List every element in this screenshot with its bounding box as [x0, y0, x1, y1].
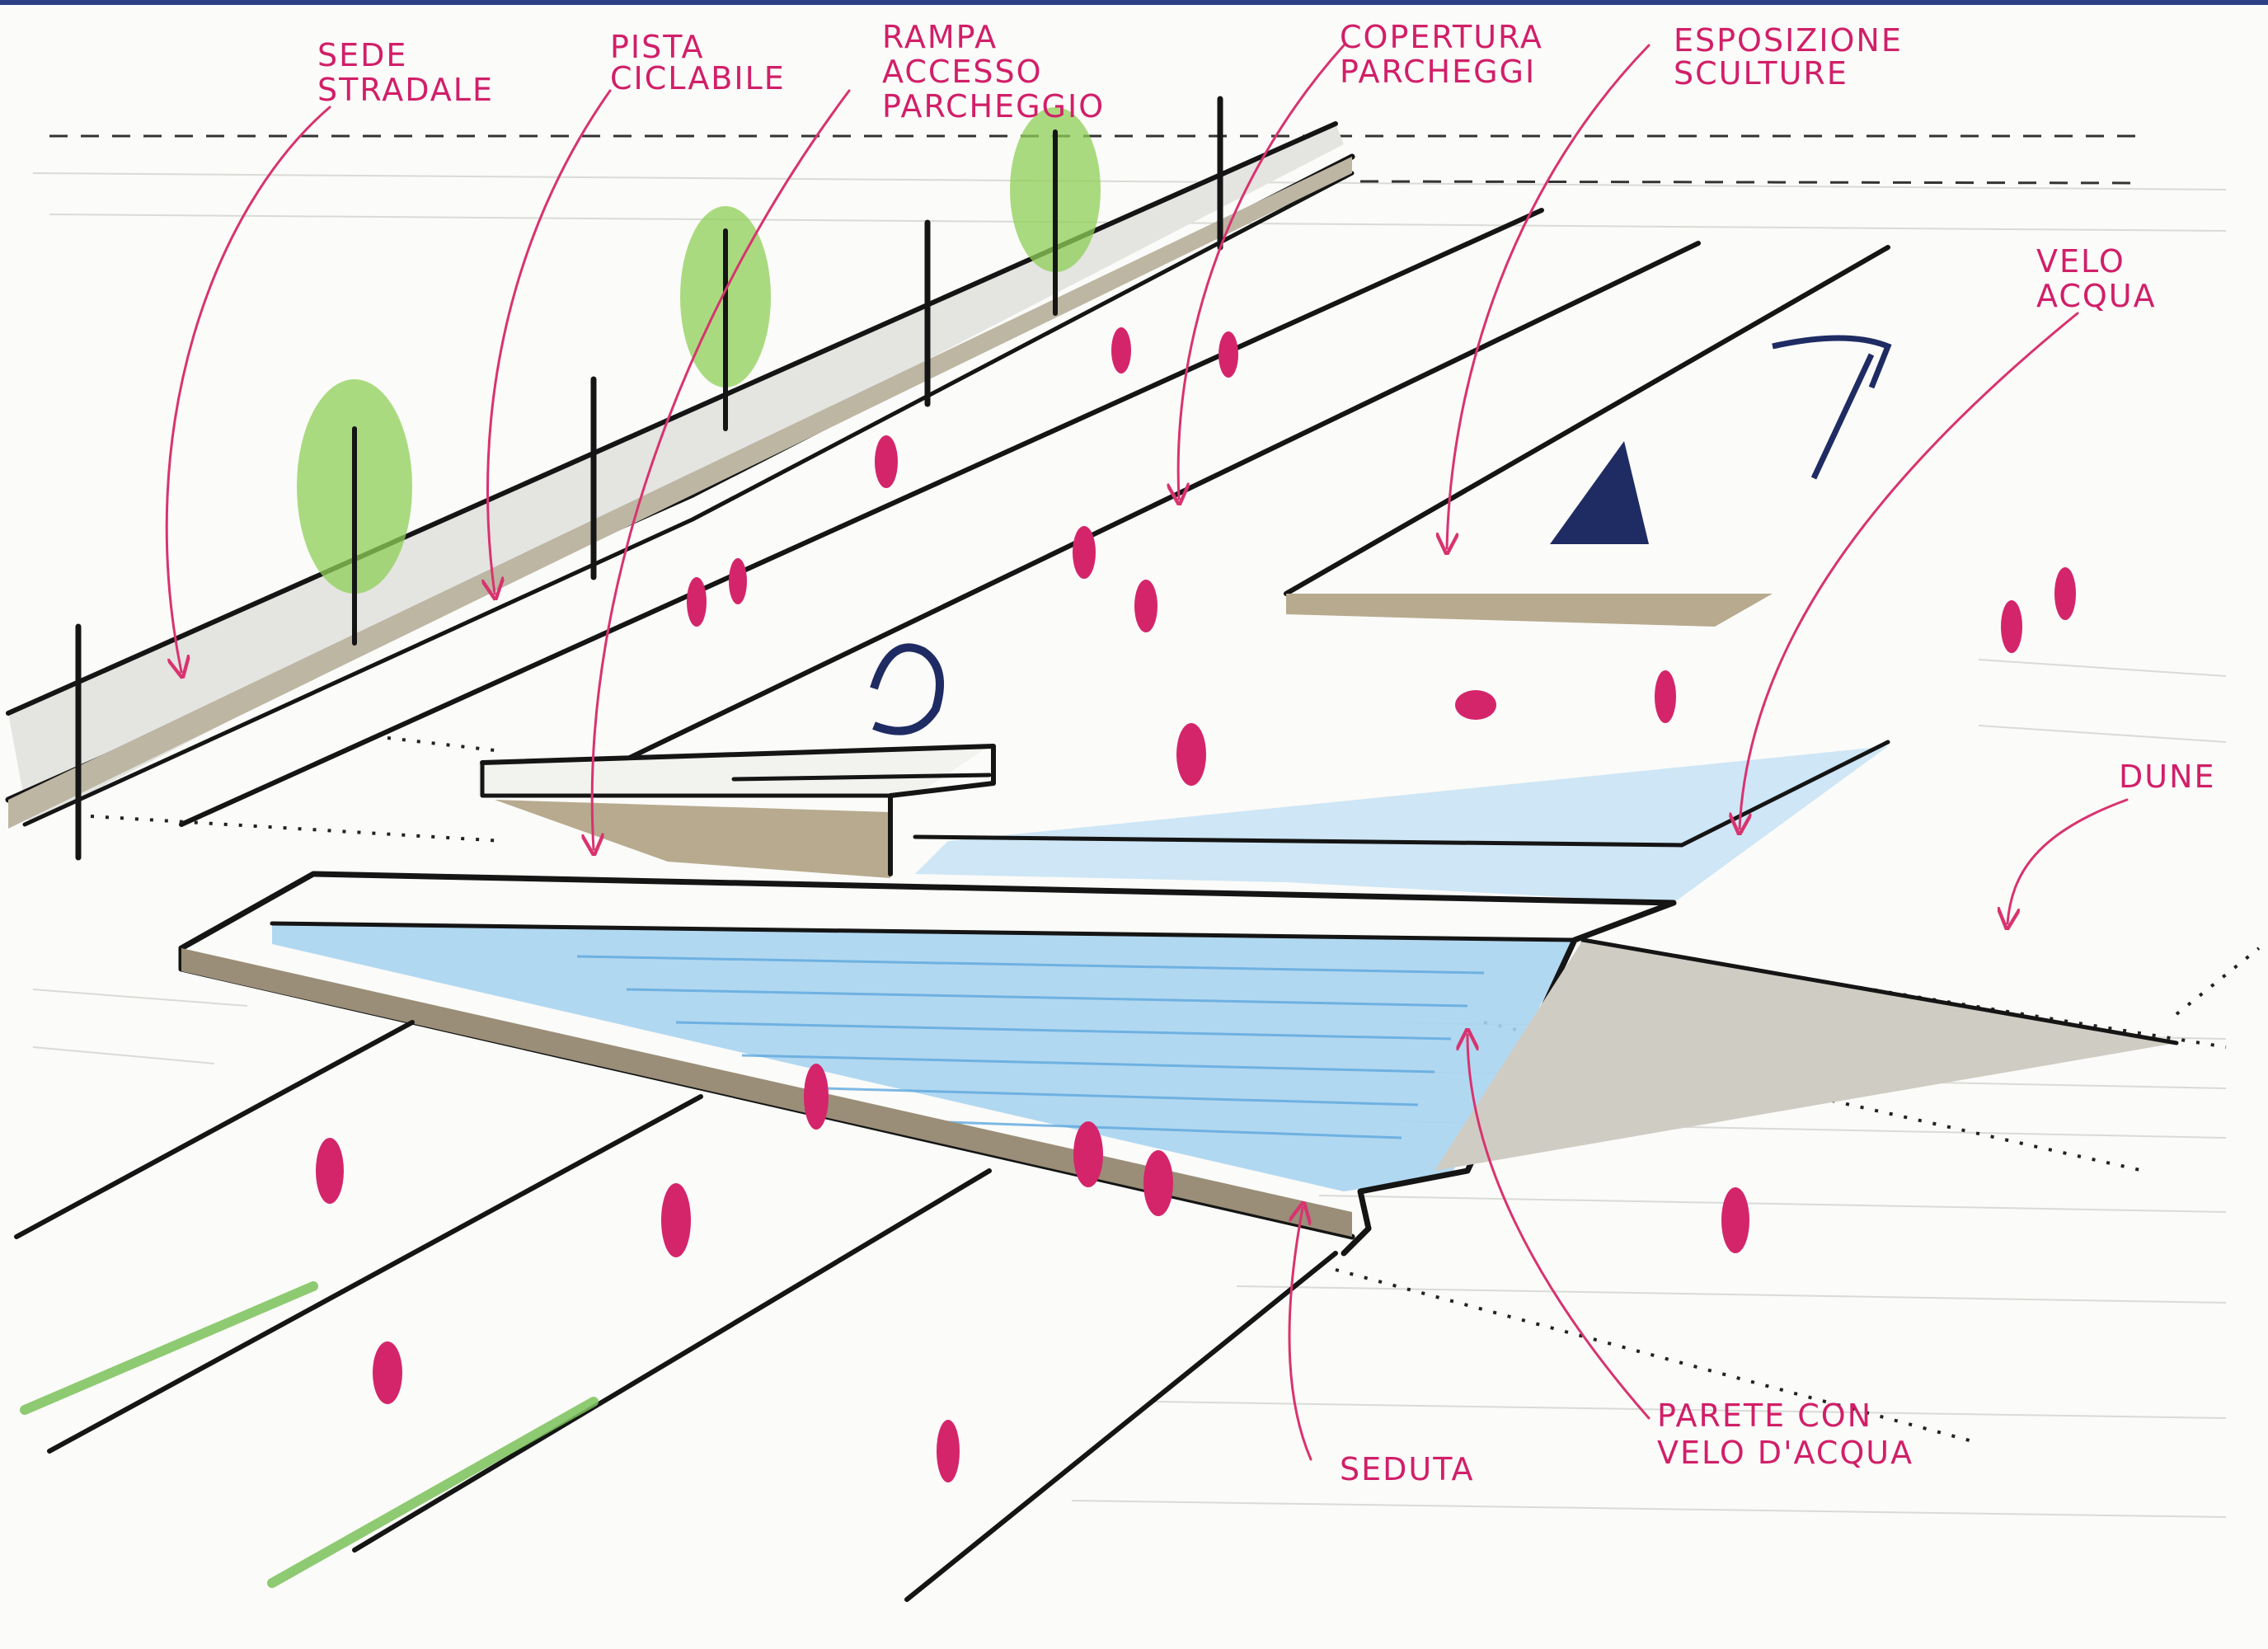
label-rampa: RAMPA ACCESSO PARCHEGGIO — [882, 19, 1105, 124]
water-basin — [272, 923, 1575, 1191]
arrow-dune — [2007, 798, 2129, 923]
water-ripples — [576, 955, 1485, 1139]
label-esposizione: ESPOSIZIONE SCULTURE — [1674, 22, 1914, 92]
water-strip-edge — [913, 740, 1890, 848]
scan-edge-band — [0, 0, 2268, 5]
dune-shadow — [1435, 940, 2176, 1171]
trees — [297, 107, 1101, 646]
label-pista-ciclabile: PISTA CICLABILE — [610, 29, 786, 96]
sculpture-area-edge — [1284, 245, 1890, 596]
arrow-seduta — [1288, 1208, 1311, 1461]
annotation-arrows — [165, 44, 2129, 1461]
hedges — [20, 1281, 599, 1588]
road-curb-face — [8, 157, 1352, 829]
ramp-shadow — [495, 800, 890, 878]
sculpture-plinth — [1286, 594, 1773, 627]
bike-lane-edge — [179, 208, 1544, 827]
sculpture-tent — [1550, 441, 1649, 544]
foreground-lanes — [14, 1020, 1338, 1602]
basin-inner-line — [270, 921, 1577, 942]
horizon-dashed-lines — [49, 134, 2140, 185]
arrow-esposizione — [1447, 44, 1651, 548]
label-parete: PARETE CON VELO D'ACQUA — [1657, 1398, 1913, 1471]
label-dune: DUNE — [2119, 759, 2216, 795]
people — [316, 327, 2076, 1482]
water-sheet-strip — [915, 746, 1888, 903]
arrow-parete — [1467, 1035, 1651, 1420]
lamp-posts — [75, 96, 1223, 861]
basin-slab-face — [181, 948, 1352, 1237]
arrow-sede-stradale — [165, 106, 331, 672]
label-velo-acqua: VELO ACQUA — [2036, 243, 2157, 314]
label-sede-stradale: SEDE STRADALE — [317, 37, 494, 108]
road-edge-back — [6, 121, 1338, 716]
arrow-pista-ciclabile — [487, 89, 612, 594]
dune-edge — [1580, 937, 2179, 1045]
park-cover-edge — [591, 241, 1701, 778]
label-copertura: COPERTURA PARCHEGGI — [1340, 19, 1555, 90]
label-seduta: SEDUTA — [1340, 1451, 1474, 1487]
ramp-inner-edge — [731, 773, 992, 782]
ramp-outline — [480, 744, 996, 876]
sculpture-ring — [870, 643, 944, 735]
arrow-copertura — [1178, 44, 1345, 499]
sculpture-sail — [1772, 335, 1892, 480]
arrow-rampa — [592, 89, 851, 849]
ramp-front — [480, 760, 893, 798]
arrow-velo-acqua — [1740, 312, 2079, 829]
road-curb — [22, 171, 1355, 827]
dotted-lines — [90, 736, 2261, 1445]
